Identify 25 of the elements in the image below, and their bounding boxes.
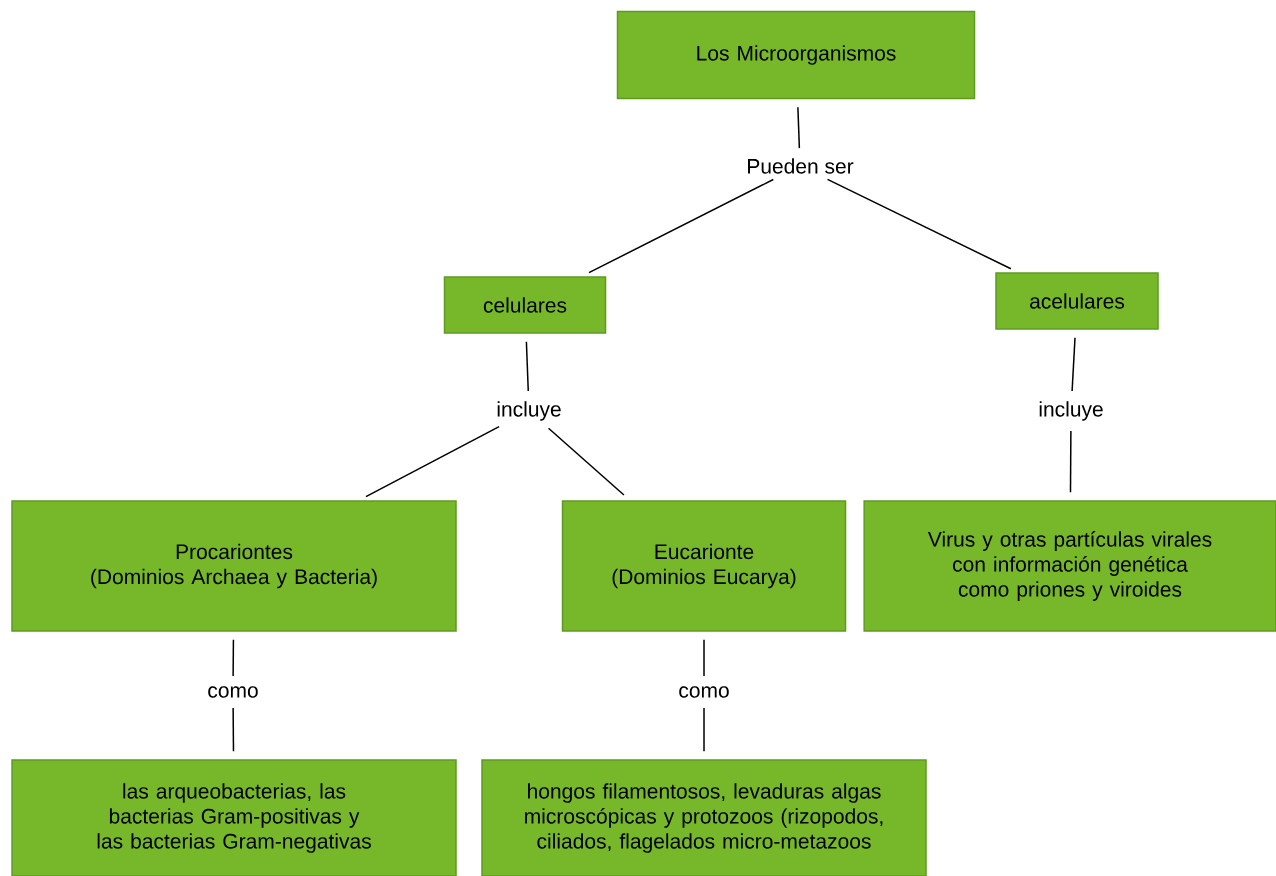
- connector-line: [365, 425, 500, 498]
- connector-line: [547, 427, 625, 496]
- linking-phrase: como: [679, 686, 729, 698]
- concept-box: Procariontes (Dominios Archaea y Bacteria): [11, 500, 457, 632]
- concept-box: celulares: [443, 276, 607, 334]
- concept-box: Virus y otras partículas virales con información genética como priones y viroides: [863, 500, 1276, 632]
- connector-line: [232, 639, 235, 677]
- connector-line: [703, 707, 705, 752]
- concept-box: Los Microorganismos: [616, 10, 976, 100]
- connector-line: [232, 707, 235, 752]
- concept-box: acelulares: [995, 272, 1159, 330]
- connector-line: [1071, 337, 1076, 392]
- concept-box: Eucarionte (Dominios Eucarya): [561, 500, 847, 632]
- connector-line: [1069, 430, 1072, 493]
- concept-box: las arqueobacterias, las bacterias Gram-positivas y las bacterias Gram-negativas: [11, 759, 457, 876]
- linking-phrase: como: [208, 686, 258, 698]
- linking-phrase: incluye: [1039, 401, 1103, 421]
- connector-line: [588, 178, 774, 274]
- concept-box: hongos filamentosos, levaduras algas microscópicas y protozoos (rizopodos, ciliados, flagelados micro-metazoos: [481, 759, 927, 876]
- connector-line: [525, 341, 529, 392]
- linking-phrase: Pueden ser: [748, 158, 854, 174]
- connector-line: [826, 178, 1012, 270]
- connector-line: [703, 639, 705, 677]
- linking-phrase: incluye: [497, 401, 561, 421]
- connector-line: [797, 106, 801, 149]
